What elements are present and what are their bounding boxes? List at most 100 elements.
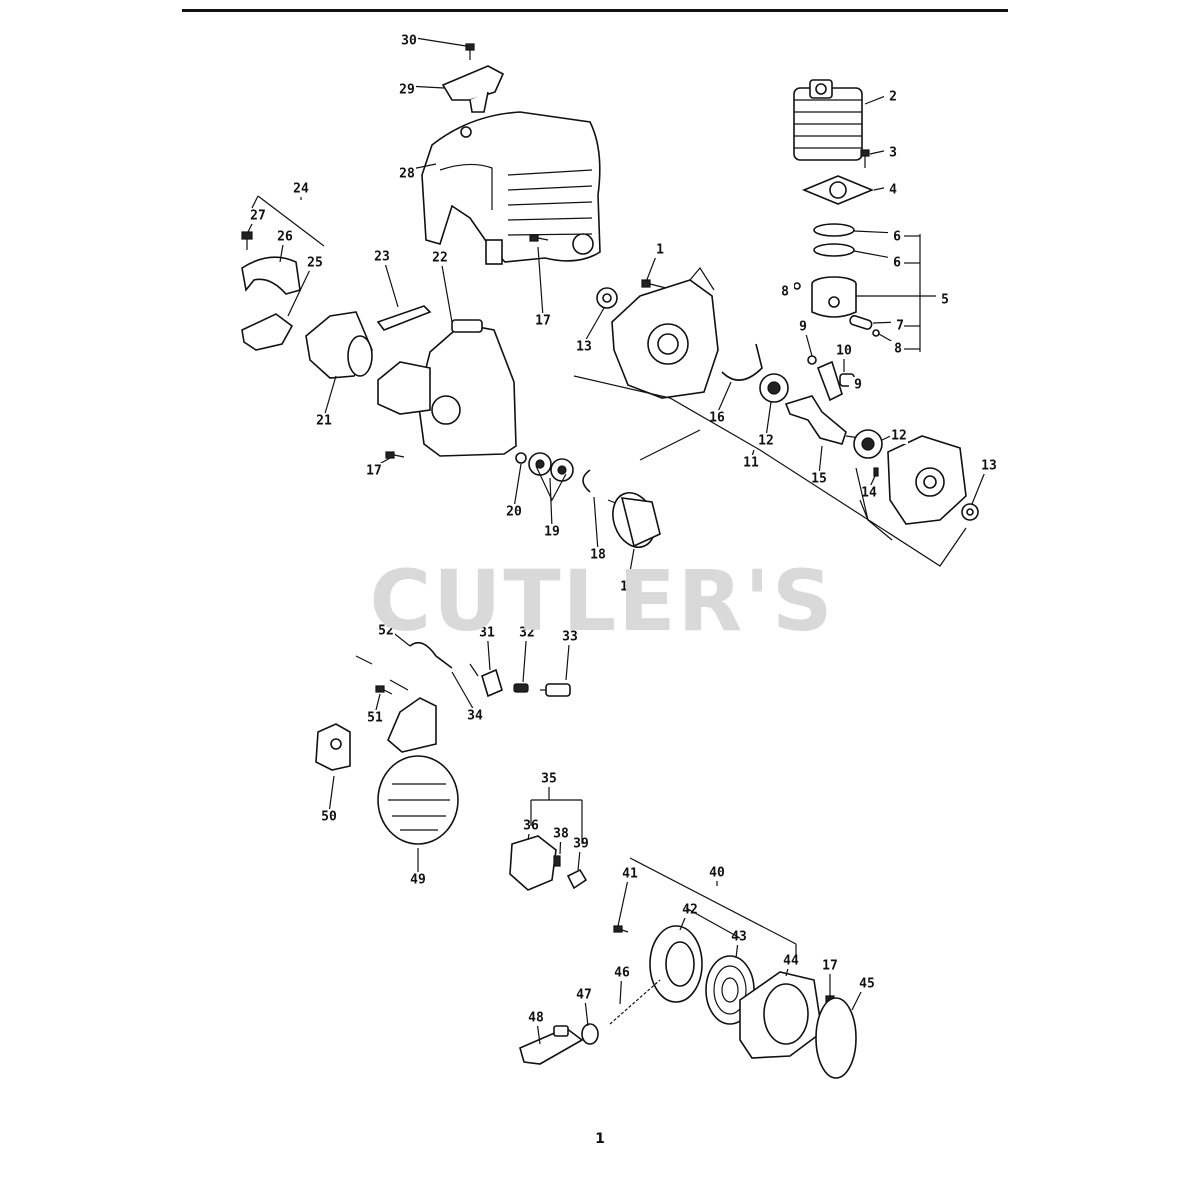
callout-label-bg [561, 629, 579, 645]
crankcase-right-part [887, 435, 967, 525]
callout-30: 30 [400, 33, 467, 49]
callout-33: 33 [561, 629, 579, 681]
callout-52: 52 [377, 623, 411, 647]
callout-label: 17 [620, 580, 636, 595]
callout-label: 21 [316, 414, 332, 429]
callout-15: 15 [810, 445, 828, 487]
callout-label-bg [884, 145, 902, 161]
gasket-4-part [801, 175, 875, 205]
plug-cap-32-part [469, 663, 503, 698]
oil-seal-13a-part [596, 287, 618, 309]
callout-label-bg [572, 836, 590, 852]
callout-label-bg [518, 625, 536, 641]
leader-line [818, 445, 823, 476]
piston-5-part [811, 276, 857, 318]
spring-33-part [513, 683, 529, 693]
callout-23: 23 [373, 249, 399, 308]
callout-label: 19 [544, 525, 560, 540]
callout-label: 13 [981, 459, 997, 474]
bearing-12a-part [759, 373, 789, 403]
group-bracket-line [685, 907, 741, 939]
pulley-43-part [649, 925, 703, 1003]
callout-18: 18 [589, 496, 607, 563]
clutch-drum-18-part [607, 492, 661, 548]
bolt-52-part [375, 685, 393, 695]
callout-label: 27 [250, 209, 266, 224]
grommet-48-part [581, 1023, 599, 1045]
callout-label-bg [431, 250, 449, 266]
drum-22-part [305, 311, 373, 379]
callout-25: 25 [287, 255, 324, 317]
callout-label-bg [794, 319, 812, 335]
callout-label-bg [980, 458, 998, 474]
crankshaft-15-part [784, 360, 861, 445]
callout-label: 35 [541, 772, 557, 787]
group-bracket-line [859, 499, 869, 521]
callout-35: 35 [540, 771, 558, 800]
callout-label: 52 [378, 624, 394, 639]
leader-line [583, 307, 605, 344]
callout-label: 26 [277, 230, 293, 245]
callout-label: 44 [783, 954, 799, 969]
callout-label-bg [621, 866, 639, 882]
callout-label: 11 [743, 456, 759, 471]
callout-21: 21 [315, 375, 337, 429]
group-bracket-line [573, 375, 967, 567]
callout-label-bg [742, 455, 760, 471]
callout-49: 49 [409, 848, 427, 888]
callout-label-bg [315, 413, 333, 429]
callout-label: 29 [399, 83, 415, 98]
leader-line [716, 381, 732, 415]
callout-label: 3 [889, 146, 897, 161]
bolt-17-b-part [385, 451, 405, 459]
bolt-3-part [860, 149, 870, 168]
callout-9: 9 [849, 377, 867, 393]
spring-53-part [409, 641, 453, 669]
callout-label-bg [651, 242, 669, 258]
callout-20: 20 [505, 463, 523, 520]
callout-42: 42 [679, 902, 699, 931]
leader-line [451, 671, 476, 713]
fan-housing-23-part [377, 319, 517, 457]
callout-13: 13 [971, 458, 998, 505]
callout-label: 4 [889, 183, 897, 198]
callout-label: 23 [374, 250, 390, 265]
callout-label: 12 [891, 429, 907, 444]
oil-seal-13b-part [961, 503, 979, 521]
callout-label: 34 [467, 709, 483, 724]
callout-label-bg [860, 485, 878, 501]
callout-label: 8 [781, 285, 789, 300]
group-bracket-line [629, 857, 797, 945]
callout-label-bg [400, 33, 418, 49]
callout-4: 4 [873, 182, 902, 198]
callout-label-bg [365, 463, 383, 479]
callout-label: 17 [366, 464, 382, 479]
callout-label: 2 [889, 90, 897, 105]
callout-17: 17 [821, 958, 839, 998]
callout-label-bg [466, 708, 484, 724]
clamp-26-part [241, 313, 294, 351]
callout-label-bg [619, 579, 637, 595]
callout-27: 27 [247, 208, 267, 233]
callout-label: 6 [893, 256, 901, 271]
leader-line [627, 548, 635, 584]
callout-22: 22 [431, 250, 453, 323]
callout-label-bg [505, 504, 523, 520]
group-bracket-line [535, 465, 567, 502]
callout-label-bg [543, 524, 561, 540]
page-number: 1 [595, 1131, 605, 1147]
callout-label-bg [889, 341, 907, 357]
cover-cap-30-part [441, 65, 505, 113]
callout-24: 24 [292, 181, 310, 200]
bearings-20-part [528, 452, 574, 482]
callout-label-bg [276, 229, 294, 245]
callout-31: 31 [478, 625, 496, 671]
callout-28: 28 [398, 163, 437, 182]
callout-label-bg [835, 343, 853, 359]
callout-5: 5 [856, 292, 954, 308]
callout-38: 38 [552, 826, 570, 855]
circlip-19-part [582, 469, 591, 493]
callout-41: 41 [617, 866, 639, 927]
